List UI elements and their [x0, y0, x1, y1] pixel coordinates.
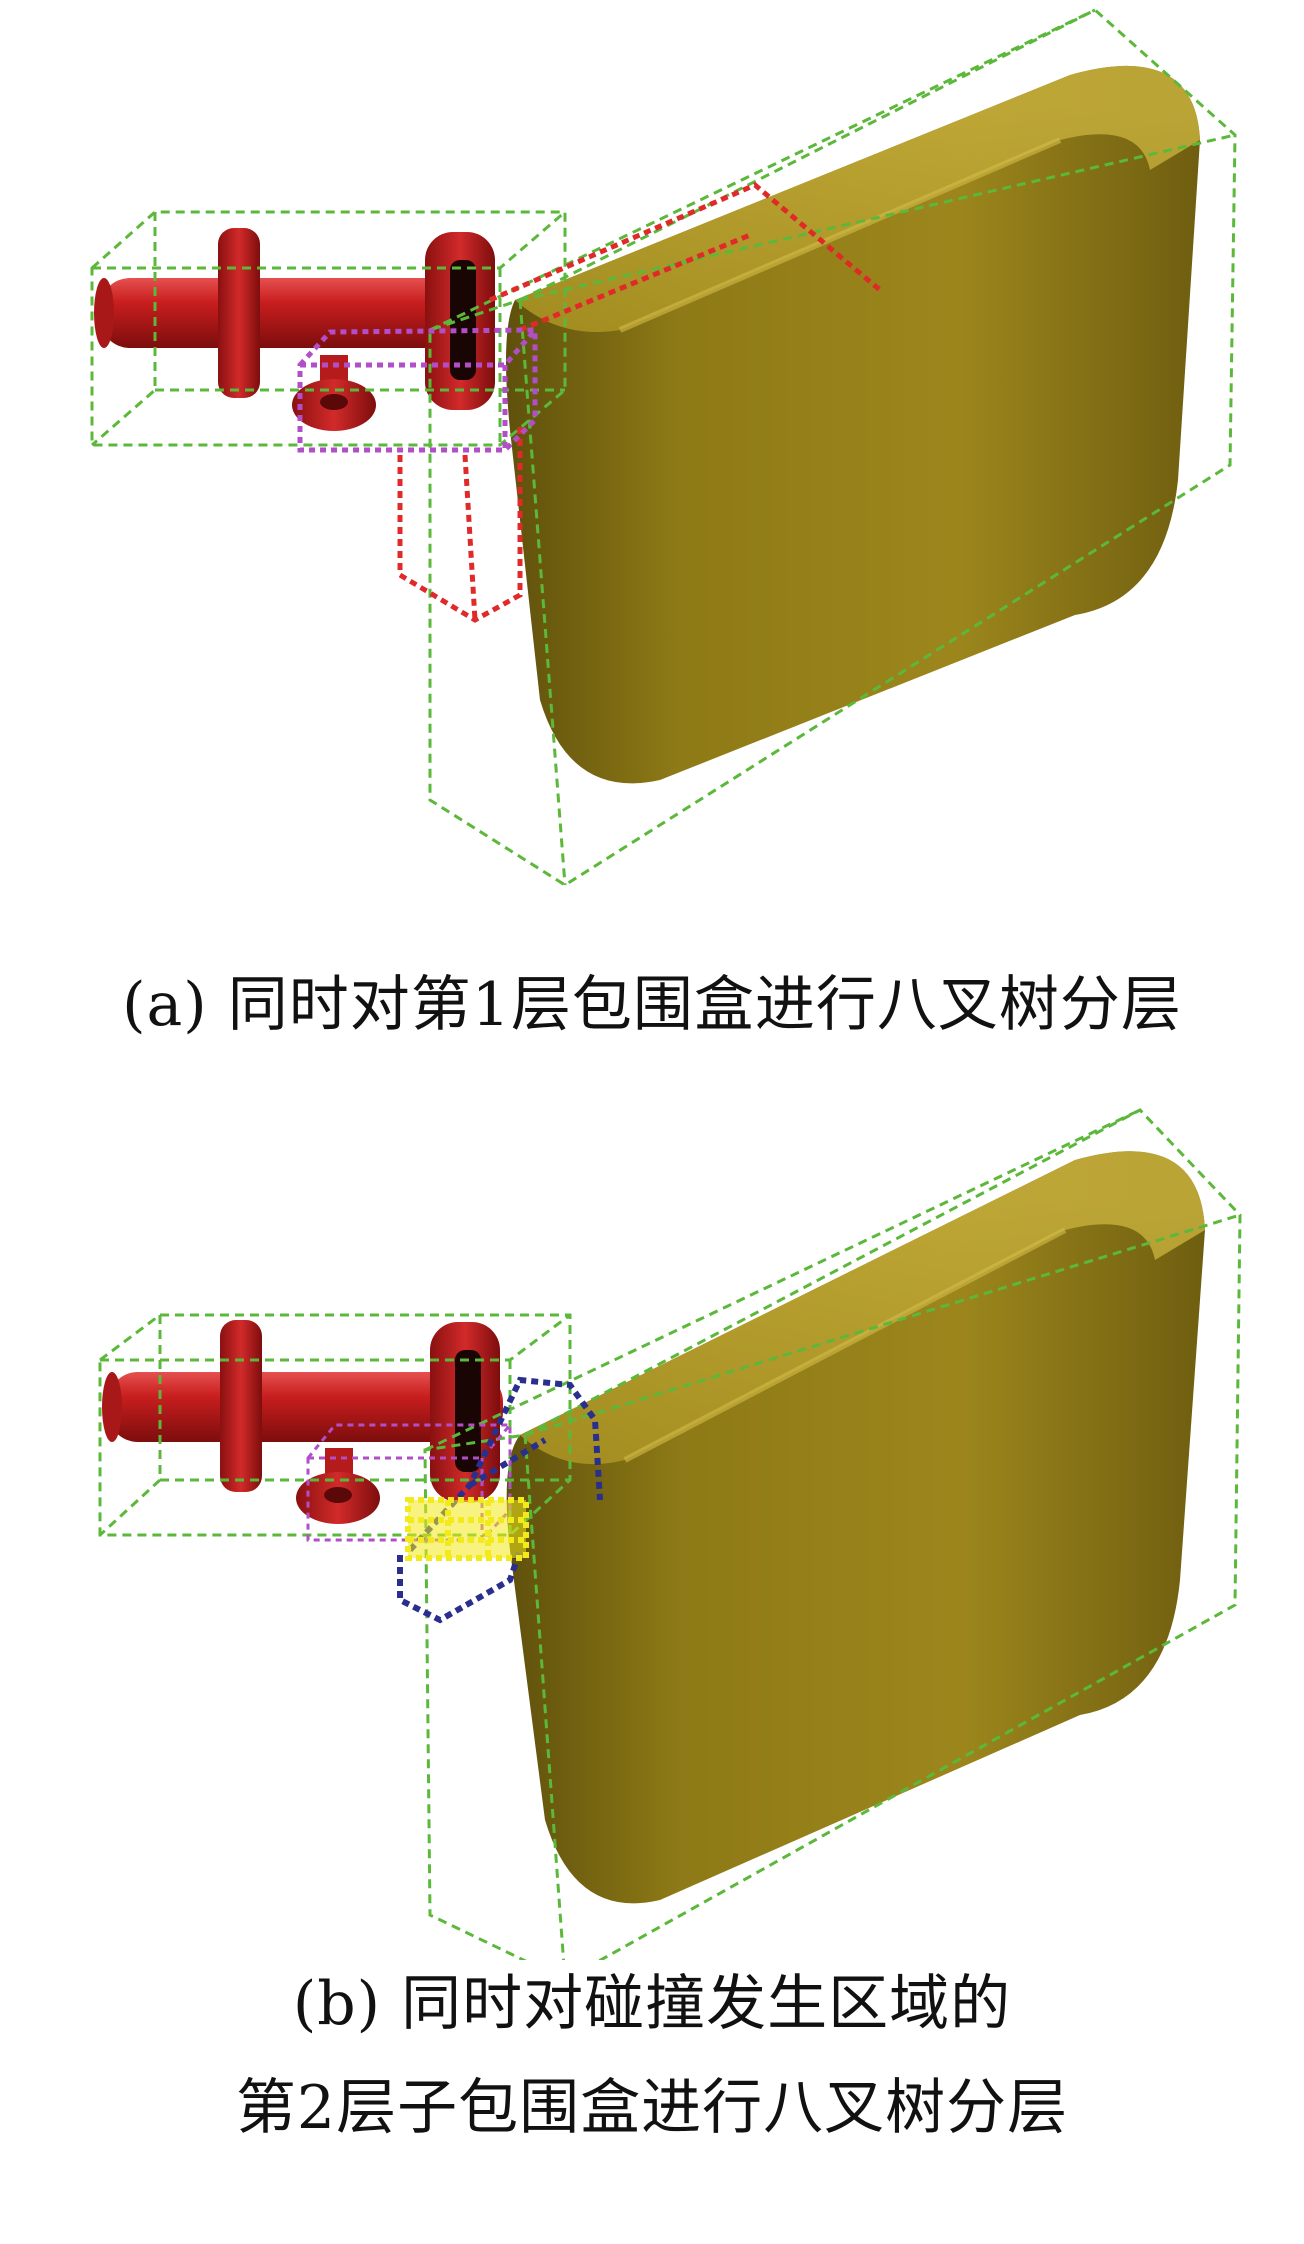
figure-panel-b: (b) 同时对碰撞发生区域的 第2层子包围盒进行八叉树分层 [0, 1080, 1304, 2244]
octree-red-box [397, 182, 882, 623]
level1-bounding-boxes [90, 8, 1237, 887]
octree-purple-box [297, 327, 538, 453]
tank-body [506, 65, 1200, 784]
caption-a: (a) 同时对第1层包围盒进行八叉树分层 [122, 970, 1182, 1040]
pipe-assembly [102, 1320, 503, 1524]
figure-panel-a: (a) 同时对第1层包围盒进行八叉树分层 [0, 0, 1304, 1080]
scene-b [98, 1108, 1242, 1960]
caption-b-line1: (b) 同时对碰撞发生区域的 [292, 1969, 1012, 2039]
caption-b-line2: 第2层子包围盒进行八叉树分层 [235, 2073, 1069, 2143]
scene-a [90, 8, 1237, 887]
octree-yellow-box [405, 1497, 529, 1561]
tank-body [506, 1151, 1206, 1904]
pipe-assembly [94, 228, 495, 431]
octree-blue-box [397, 1376, 603, 1624]
